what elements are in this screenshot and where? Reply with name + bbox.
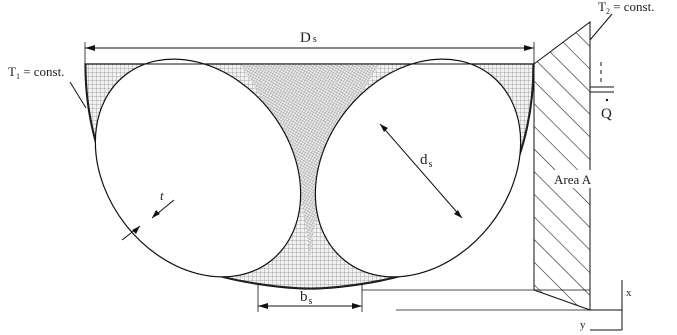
- bs-dimension: bs: [257, 284, 363, 312]
- t1-annotation: T1 = const.: [8, 64, 87, 109]
- y-axis-label: y: [580, 319, 586, 331]
- ds-hole-label: ds: [420, 152, 433, 170]
- heat-flow-annotation: Q: [590, 62, 614, 122]
- t2-annotation: T2 = const.: [589, 0, 654, 41]
- qdot-label: Q: [601, 106, 612, 122]
- t2-label: T2 = const.: [598, 0, 654, 16]
- x-axis-label: x: [626, 287, 632, 299]
- wall-area: Area A: [533, 21, 594, 311]
- axes: x y: [362, 280, 632, 331]
- ds-hole-dimension: ds: [379, 123, 463, 219]
- area-label: Area A: [554, 172, 592, 187]
- left-channel-hole: [94, 58, 302, 278]
- thickness-label: t: [160, 188, 164, 203]
- bs-label: bs: [300, 289, 313, 307]
- t1-label: T1 = const.: [8, 64, 64, 81]
- thickness-dimension: t: [121, 188, 175, 241]
